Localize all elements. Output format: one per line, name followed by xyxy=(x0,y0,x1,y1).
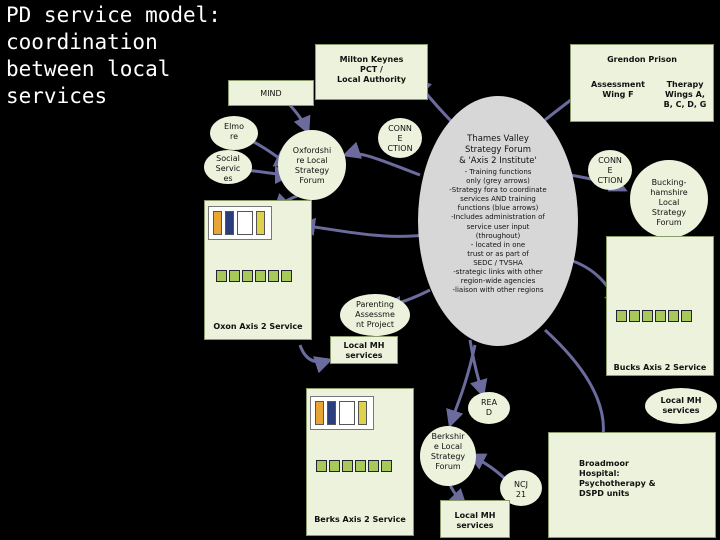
berks-band-top xyxy=(310,396,374,430)
local-mh-right: Local MH services xyxy=(645,388,717,424)
berks-team-row xyxy=(316,460,392,472)
elmore-node: Elmo re xyxy=(210,116,258,150)
segment xyxy=(358,400,367,426)
team-block xyxy=(229,270,240,282)
bucks-axis-label: Bucks Axis 2 Service xyxy=(613,363,707,372)
arrow-ellipse-to-berks-forum xyxy=(446,344,477,428)
oxon-axis-label: Oxon Axis 2 Service xyxy=(213,322,303,331)
arrow-ellipse-to-read xyxy=(468,339,488,398)
team-block xyxy=(329,460,340,472)
buckinghamshire-forum: Bucking- hamshire Local Strategy Forum xyxy=(630,160,708,238)
milton-keynes-box: Milton Keynes PCT / Local Authority xyxy=(315,44,428,100)
team-block xyxy=(681,310,692,322)
arrow-local-mh-left xyxy=(298,344,333,374)
bucks-service-box xyxy=(606,236,714,376)
team-block xyxy=(381,460,392,472)
team-block xyxy=(242,270,253,282)
team-block xyxy=(616,310,627,322)
team-block xyxy=(281,270,292,282)
segment xyxy=(256,210,265,236)
segment xyxy=(327,400,336,426)
team-block xyxy=(629,310,640,322)
segment xyxy=(315,400,324,426)
team-block xyxy=(355,460,366,472)
arrow-ellipse-to-oxford-forum xyxy=(342,141,421,177)
connection-left: CONN E CTION xyxy=(378,118,422,158)
team-block xyxy=(668,310,679,322)
team-block xyxy=(642,310,653,322)
oxon-team-row xyxy=(216,270,292,282)
oxfordshire-forum: Oxfordshi re Local Strategy Forum xyxy=(278,130,346,200)
therapy-wings-label: Therapy Wings A, B, C, D, G xyxy=(663,80,707,109)
team-block xyxy=(368,460,379,472)
team-block xyxy=(255,270,266,282)
segment xyxy=(339,400,355,426)
local-mh-left: Local MH services xyxy=(330,336,398,364)
team-block xyxy=(216,270,227,282)
oxon-band-top xyxy=(208,206,272,240)
thames-valley-heading: Thames Valley Strategy Forum & 'Axis 2 I… xyxy=(459,134,537,166)
local-mh-bottom: Local MH services xyxy=(440,500,510,538)
team-block xyxy=(316,460,327,472)
segment xyxy=(213,210,222,236)
mind-box: MIND xyxy=(228,80,314,106)
read-node: REA D xyxy=(468,392,510,424)
broadmoor-box: Broadmoor Hospital: Psychotherapy & DSPD… xyxy=(548,432,716,538)
grendon-prison-box: Grendon Prison xyxy=(570,44,714,122)
segment xyxy=(237,210,253,236)
parenting-project: Parenting Assessme nt Project xyxy=(340,294,410,336)
bucks-team-row xyxy=(616,310,692,322)
team-block xyxy=(655,310,666,322)
team-block xyxy=(268,270,279,282)
page-title: PD service model: coordination between l… xyxy=(6,3,221,108)
team-block xyxy=(342,460,353,472)
berks-axis-label: Berks Axis 2 Service xyxy=(314,515,406,524)
social-services-node: Social Servic es xyxy=(204,150,252,184)
assessment-wing-label: Assessment Wing F xyxy=(591,80,645,99)
thames-valley-description: - Training functions only (grey arrows) … xyxy=(449,168,547,295)
grendon-prison-label: Grendon Prison xyxy=(607,55,677,64)
segment xyxy=(225,210,234,236)
berkshire-forum: Berkshir e Local Strategy Forum xyxy=(420,426,476,486)
arrow-ellipse-to-oxon-band xyxy=(297,217,426,238)
connection-right: CONN E CTION xyxy=(588,150,632,190)
thames-valley-ellipse xyxy=(418,96,578,346)
